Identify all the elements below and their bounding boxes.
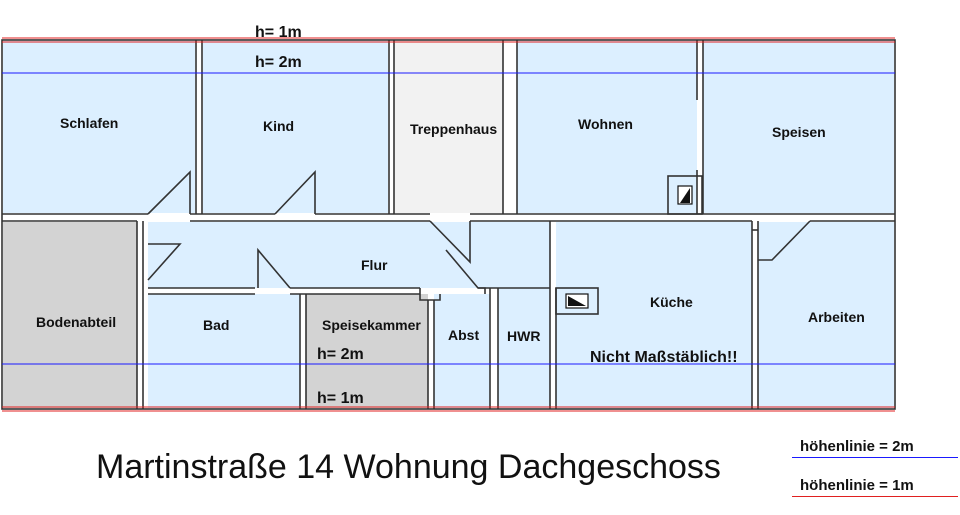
legend-label-2m: höhenlinie = 2m xyxy=(800,438,914,455)
label-speisen: Speisen xyxy=(772,124,826,140)
label-flur: Flur xyxy=(361,257,388,273)
label-speisekammer: Speisekammer xyxy=(322,317,421,333)
label-schlafen: Schlafen xyxy=(60,115,118,131)
scale-note: Nicht Maßstäblich!! xyxy=(590,349,738,366)
legend-line-2m xyxy=(792,457,958,458)
room-treppenhaus xyxy=(394,41,503,213)
walls xyxy=(1,39,896,410)
room-hwr xyxy=(498,288,550,408)
label-treppenhaus: Treppenhaus xyxy=(410,121,497,137)
room-wohnen xyxy=(517,41,697,213)
room-arbeiten xyxy=(758,222,894,408)
label-arbeiten: Arbeiten xyxy=(808,309,865,325)
label-bad: Bad xyxy=(203,317,229,333)
room-bodenabteil xyxy=(3,222,137,408)
plan-title: Martinstraße 14 Wohnung Dachgeschoss xyxy=(96,448,721,486)
label-bodenabteil: Bodenabteil xyxy=(36,314,116,330)
room-speisekammer xyxy=(306,294,428,408)
room-schlafen xyxy=(3,41,195,213)
label-height-bottom-2m: h= 2m xyxy=(317,346,364,363)
label-height-top-1m: h= 1m xyxy=(255,24,302,41)
room-speisen xyxy=(703,41,894,213)
height-lines xyxy=(2,37,895,412)
room-flur xyxy=(148,222,550,288)
label-hwr: HWR xyxy=(507,328,540,344)
room-kind xyxy=(203,41,388,213)
room-kueche xyxy=(556,222,752,408)
label-kueche: Küche xyxy=(650,294,693,310)
label-height-top-2m: h= 2m xyxy=(255,54,302,71)
label-kind: Kind xyxy=(263,118,294,134)
room-abst xyxy=(434,294,490,408)
chimney-icon xyxy=(677,185,693,205)
legend-line-1m xyxy=(792,496,958,497)
legend-label-1m: höhenlinie = 1m xyxy=(800,477,914,494)
stove-icon xyxy=(565,293,589,309)
label-abst: Abst xyxy=(448,327,479,343)
label-wohnen: Wohnen xyxy=(578,116,633,132)
label-height-bottom-1m: h= 1m xyxy=(317,390,364,407)
room-bad xyxy=(148,294,300,408)
